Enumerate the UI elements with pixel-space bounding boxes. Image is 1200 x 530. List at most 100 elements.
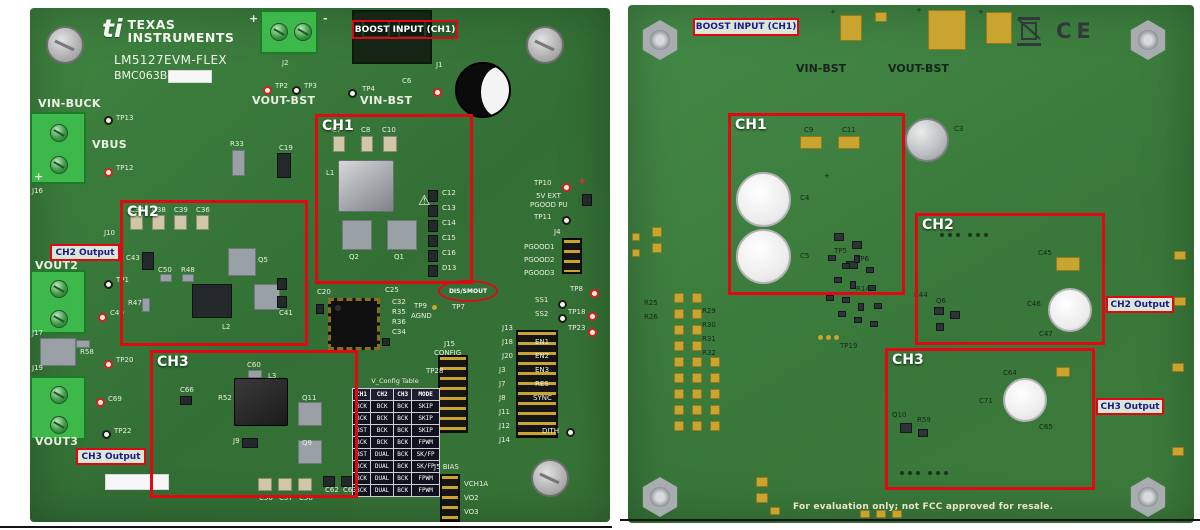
solder-pad	[710, 373, 720, 383]
component	[868, 285, 876, 291]
silkscreen-label: TP9	[414, 302, 427, 310]
silkscreen-label: C5	[800, 252, 810, 260]
silkscreen-label: L1	[326, 169, 335, 177]
pin-header	[440, 474, 460, 522]
silkscreen-label: R58	[80, 348, 94, 356]
silkscreen-label: C19	[279, 144, 293, 152]
annotation-ch3-output: CH3 Output	[76, 448, 146, 465]
terminal-screw	[50, 280, 68, 298]
solder-pad	[838, 136, 860, 149]
solder-pad	[1056, 367, 1070, 377]
silkscreen-label: R31	[702, 335, 716, 343]
silkscreen-label: C15	[442, 234, 456, 242]
solder-pad	[652, 227, 662, 237]
config-cell: SKIP	[411, 400, 440, 413]
silkscreen-label: VIN-BST	[360, 94, 413, 107]
silkscreen-label: CONFIG	[434, 349, 462, 357]
via	[984, 233, 988, 237]
silkscreen-label: +	[824, 172, 830, 180]
component	[828, 255, 836, 261]
solder-pad	[692, 421, 702, 431]
via	[936, 471, 940, 475]
silkscreen-label: C62	[325, 486, 339, 494]
silkscreen-label: TP10	[534, 179, 552, 187]
silkscreen-label: PGOOD PU	[530, 201, 568, 209]
silkscreen-label: VO2	[464, 494, 479, 502]
icon-part	[1017, 43, 1041, 46]
silkscreen-label: TP4	[362, 85, 375, 93]
config-cell: DUAL	[370, 484, 395, 497]
via	[928, 471, 932, 475]
silkscreen-label: TP8	[570, 285, 583, 293]
board-model: LM5127EVM-FLEX	[114, 53, 228, 67]
component	[834, 233, 844, 241]
capacitor-footprint	[736, 172, 791, 227]
component	[934, 307, 944, 315]
silkscreen-label: R59	[917, 416, 931, 424]
solder-pad	[1172, 447, 1184, 456]
mounting-screw	[526, 26, 564, 64]
silkscreen-label: J1	[436, 61, 443, 69]
silkscreen-label: R14	[856, 285, 870, 293]
silkscreen-label: -	[323, 12, 328, 25]
silkscreen-label: R52	[218, 394, 232, 402]
component	[298, 440, 322, 464]
solder-pad	[840, 15, 862, 41]
solder-pad	[674, 341, 684, 351]
capacitor	[428, 265, 438, 277]
test-point	[104, 168, 113, 177]
silkscreen-label: C13	[442, 204, 456, 212]
silkscreen-label: RES	[535, 380, 549, 388]
terminal-block-vout2	[30, 270, 86, 334]
terminal-screw	[270, 23, 288, 41]
config-cell: FPWM	[411, 472, 440, 485]
silkscreen-label: TP13	[116, 114, 134, 122]
silkscreen-label: C45	[1038, 249, 1052, 257]
capacitor-footprint	[1003, 378, 1047, 422]
ti-logo-icon: ti	[102, 14, 123, 43]
annotation-ch2-output: CH2 Output	[50, 244, 120, 261]
test-point	[104, 280, 113, 289]
silkscreen-label: C58	[299, 494, 313, 502]
via	[432, 305, 437, 310]
solder-pad	[674, 405, 684, 415]
test-point	[263, 86, 272, 95]
component	[76, 340, 90, 348]
test-point	[566, 428, 575, 437]
component	[854, 317, 862, 323]
solder-pad	[892, 510, 902, 518]
test-point	[348, 89, 357, 98]
capacitor	[277, 153, 291, 178]
solder-pad	[875, 12, 887, 22]
solder-pad	[710, 389, 720, 399]
capacitor	[130, 215, 143, 230]
silkscreen-label: C7	[332, 126, 342, 134]
silkscreen-label: J9	[233, 437, 240, 445]
silkscreen-label: J16	[32, 187, 43, 195]
component	[387, 220, 417, 250]
annotation-box-ch1: CH1	[315, 114, 473, 284]
silkscreen-label: TP5	[834, 247, 847, 255]
page-border-line	[0, 526, 612, 528]
silkscreen-label: Q1	[394, 253, 404, 261]
test-point	[104, 360, 113, 369]
silkscreen-label: PGOOD2	[524, 256, 555, 264]
silkscreen-label: VOUT3	[35, 435, 79, 448]
via	[818, 335, 823, 340]
component	[160, 274, 172, 282]
icon-part	[1021, 22, 1037, 40]
silkscreen-label: C47	[1039, 330, 1053, 338]
via	[940, 233, 944, 237]
solder-pad	[710, 405, 720, 415]
capacitor	[242, 438, 258, 448]
terminal-block-vin-buck	[30, 112, 86, 184]
capacitor	[428, 205, 438, 217]
silkscreen-label: J7	[499, 380, 506, 388]
silkscreen-label: C9	[804, 126, 814, 134]
page-border-line	[620, 519, 1200, 521]
solder-pad	[860, 510, 870, 518]
silkscreen-label: TP11	[534, 213, 552, 221]
silkscreen-label: R32	[702, 349, 716, 357]
component	[40, 338, 76, 366]
